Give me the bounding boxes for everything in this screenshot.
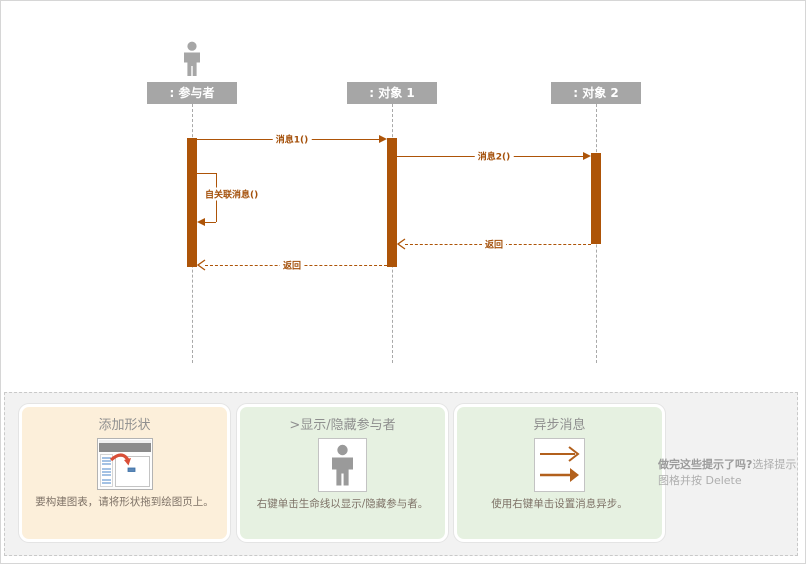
- lifeline-head-participant[interactable]: : 参与者: [147, 82, 237, 104]
- tips-footnote-question: 做完这些提示了吗?: [658, 458, 753, 471]
- self-message-top-line[interactable]: [197, 173, 216, 174]
- tips-footnote-instruction: 选择提示图格并按 Delete: [658, 458, 797, 487]
- lifeline-head-object2[interactable]: : 对象 2: [551, 82, 641, 104]
- tip-card-title: >显示/隐藏参与者: [289, 418, 396, 433]
- tip-card-body: 使用右键单击设置消息异步。: [491, 498, 628, 510]
- self-message-bottom-line[interactable]: [205, 222, 216, 223]
- tip-card-body: 右键单击生命线以显示/隐藏参与者。: [256, 498, 429, 510]
- tip-card-body: 要构建图表，请将形状拖到绘图页上。: [35, 496, 214, 508]
- message2-label[interactable]: 消息2(): [474, 149, 514, 163]
- return2-label[interactable]: 返回: [279, 258, 305, 272]
- activation-bar-object2[interactable]: [591, 153, 601, 244]
- lifeline-label: : 对象 1: [369, 86, 415, 100]
- message1-label[interactable]: 消息1(): [272, 132, 312, 146]
- activation-bar-object1[interactable]: [387, 138, 397, 267]
- actor-person-icon[interactable]: [179, 41, 205, 81]
- lifeline-head-object1[interactable]: : 对象 1: [347, 82, 437, 104]
- drag-shape-to-page-icon: [96, 438, 153, 490]
- self-message-arrowhead-icon: [197, 218, 205, 226]
- lifeline-label: : 参与者: [169, 86, 215, 100]
- return1-open-arrowhead-icon: [396, 238, 406, 250]
- self-message-label[interactable]: 自关联消息(): [202, 187, 262, 201]
- tips-footnote: 做完这些提示了吗?选择提示图格并按 Delete: [658, 457, 798, 489]
- lifeline-label: : 对象 2: [573, 86, 619, 100]
- return2-open-arrowhead-icon: [196, 259, 206, 271]
- message2-arrowhead-icon: [583, 152, 591, 160]
- tip-card-add-shapes[interactable]: 添加形状 要构建图表，请将形状拖到绘图页上。: [19, 404, 230, 542]
- tip-card-async-message[interactable]: 异步消息 使用右键单击设置消息异步。: [454, 404, 665, 542]
- message1-arrowhead-icon: [379, 135, 387, 143]
- tip-card-title: 添加形状: [98, 418, 151, 433]
- async-message-arrows-icon: [534, 438, 585, 492]
- return1-label[interactable]: 返回: [481, 237, 507, 251]
- participant-person-icon: [318, 438, 367, 492]
- tip-card-show-hide-participant[interactable]: >显示/隐藏参与者 右键单击生命线以显示/隐藏参与者。: [237, 404, 448, 542]
- tip-card-title: 异步消息: [533, 418, 586, 433]
- activation-bar-participant[interactable]: [187, 138, 197, 267]
